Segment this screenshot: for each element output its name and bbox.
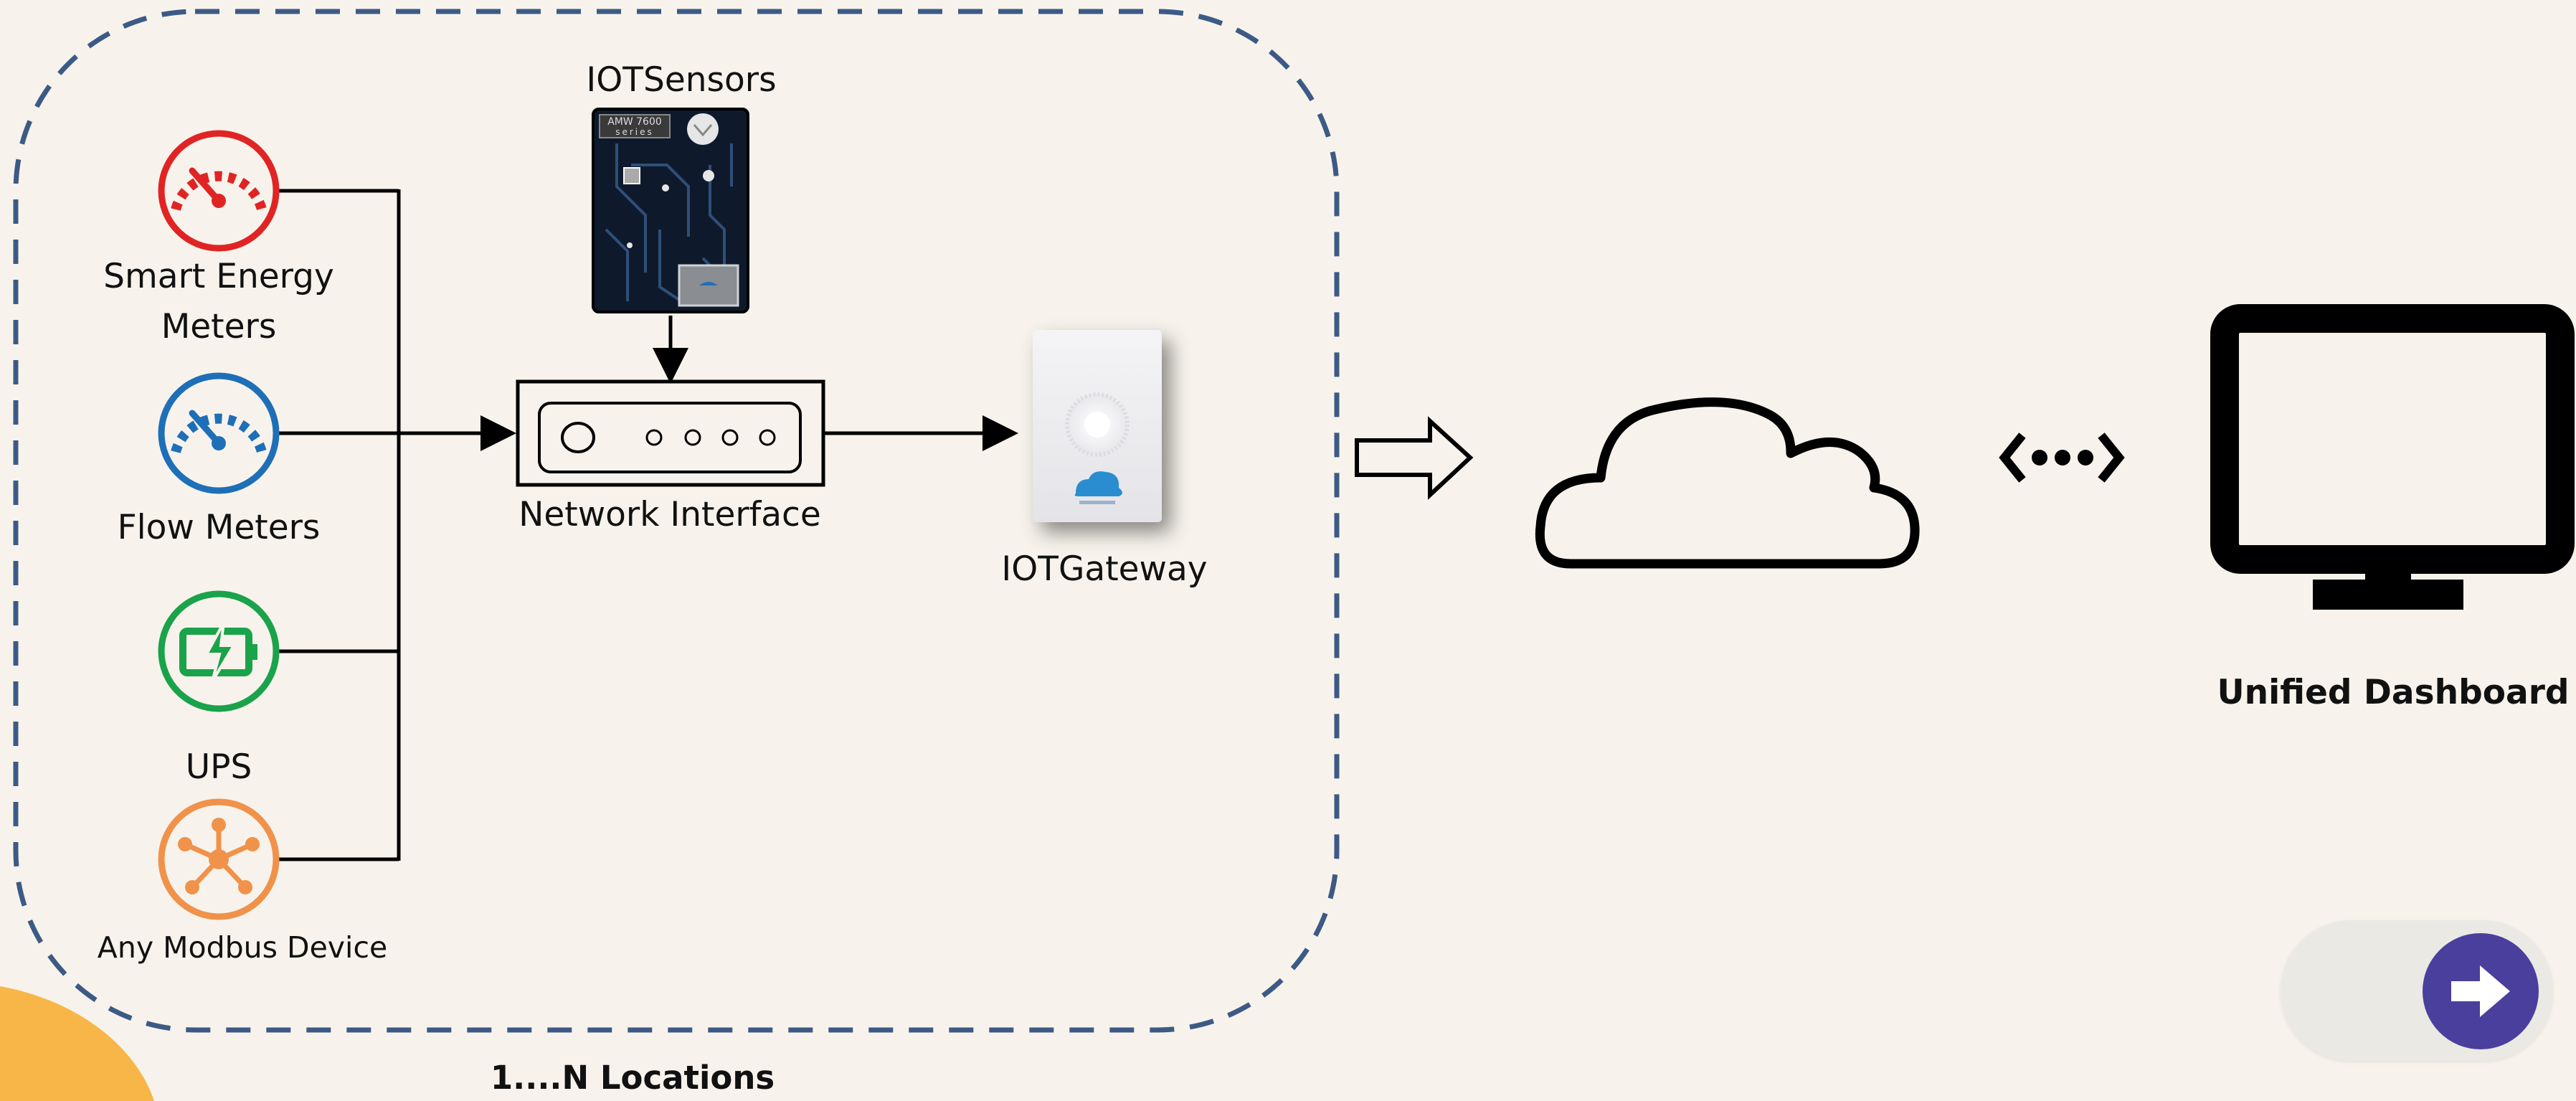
sensor-model-text: AMW 7600 bbox=[607, 116, 662, 128]
arrow-right-icon bbox=[2451, 965, 2510, 1017]
gauge-icon bbox=[158, 130, 280, 252]
sensor-series-text: series bbox=[615, 127, 654, 137]
network-hub-icon bbox=[158, 798, 280, 920]
network-interface-label: Network Interface bbox=[518, 495, 821, 534]
battery-bolt-icon bbox=[158, 590, 280, 712]
iot-gateway-device bbox=[1033, 330, 1162, 522]
next-slide-toggle[interactable] bbox=[2281, 920, 2553, 1061]
bidirectional-dots-icon bbox=[1999, 433, 2125, 483]
network-interface-device bbox=[516, 379, 825, 487]
cloud-icon bbox=[1535, 397, 1920, 569]
gauge-icon bbox=[158, 372, 280, 494]
smart-energy-label-line1: Smart Energy bbox=[103, 257, 334, 296]
locations-label: 1....N Locations bbox=[490, 1059, 775, 1097]
flow-meters-label: Flow Meters bbox=[117, 508, 321, 547]
iot-sensors-label: IOTSensors bbox=[586, 60, 777, 100]
iot-gateway-label: IOTGateway bbox=[1001, 549, 1208, 589]
next-button[interactable] bbox=[2423, 933, 2539, 1049]
locations-boundary bbox=[13, 9, 1340, 1033]
iot-sensor-device: AMW 7600 series bbox=[592, 108, 749, 313]
ups-label: UPS bbox=[185, 747, 252, 787]
unified-dashboard-label: Unified Dashboard bbox=[2217, 673, 2570, 712]
device-bus bbox=[276, 189, 1018, 861]
corner-decoration bbox=[0, 986, 154, 1101]
monitor-icon bbox=[2210, 304, 2575, 610]
outline-arrow-icon bbox=[1355, 416, 1474, 500]
modbus-device-label: Any Modbus Device bbox=[97, 930, 388, 965]
smart-energy-label-line2: Meters bbox=[161, 307, 277, 346]
